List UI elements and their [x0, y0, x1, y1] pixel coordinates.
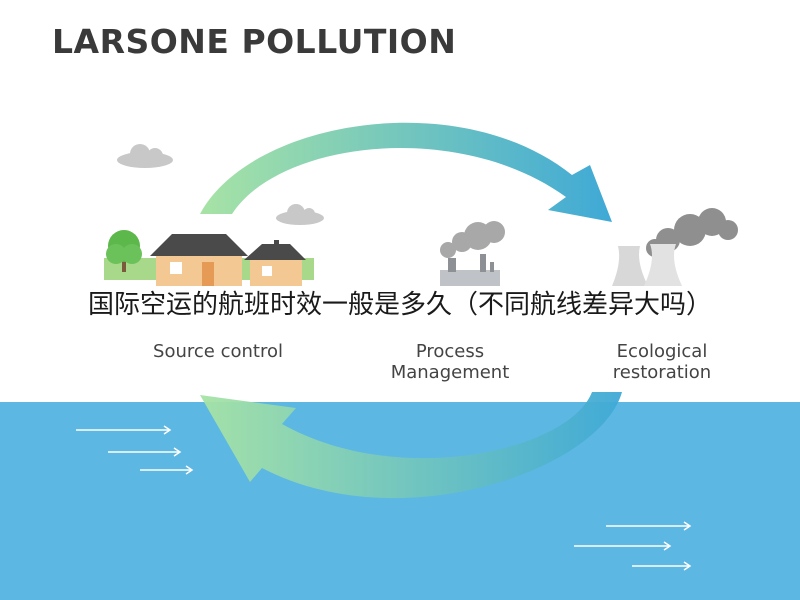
stage-label-line: Process: [415, 341, 485, 362]
page-title: LARSONE POLLUTION: [52, 22, 457, 61]
wind-arrow-icon: [76, 425, 692, 571]
house-icon: [150, 234, 248, 286]
bottom-cycle-arrow: [200, 392, 622, 499]
stage-label-line: restoration: [612, 362, 712, 383]
water-area: [0, 402, 800, 600]
caption-text: 国际空运的航班时效一般是多久（不同航线差异大吗）: [87, 290, 712, 320]
source-scene: [104, 230, 314, 286]
house-icon: [244, 240, 306, 286]
cloud-icon: [276, 204, 324, 225]
top-cycle-arrow: [200, 122, 612, 222]
stage-label-process-management: Process Management: [370, 341, 530, 383]
factory-icon: [440, 221, 505, 286]
stage-label-line: Ecological: [616, 341, 708, 362]
stage-label-source-control: Source control: [153, 341, 283, 362]
tree-icon: [106, 230, 142, 272]
cloud-icon: [117, 144, 173, 168]
stage-label-line: Management: [390, 362, 510, 383]
stage-label-ecological-restoration: Ecological restoration: [588, 341, 736, 383]
power-plant-icon: [612, 208, 738, 286]
